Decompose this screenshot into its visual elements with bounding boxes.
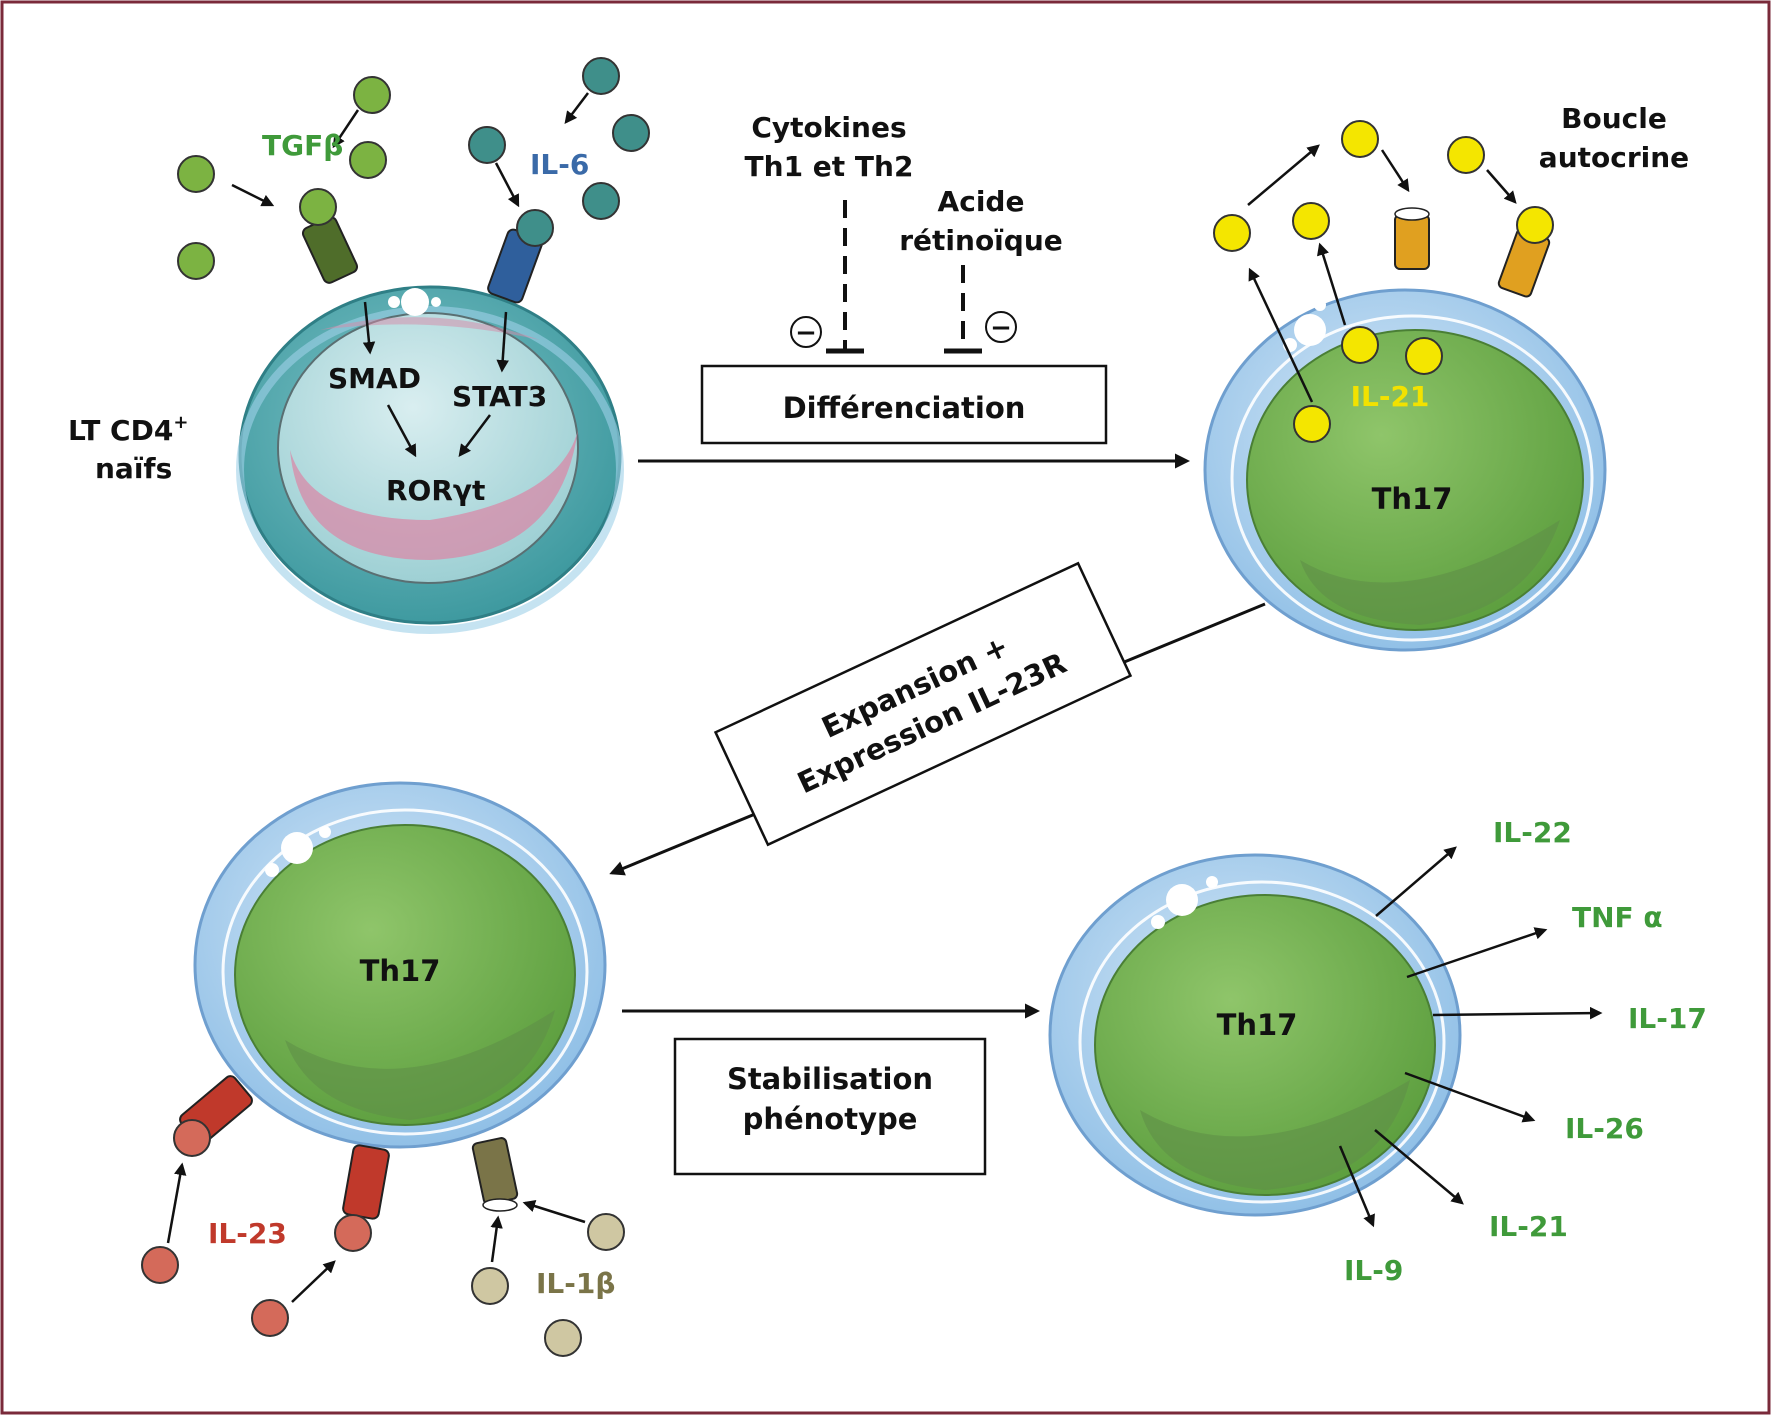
stat3-label: STAT3 — [452, 380, 547, 413]
expansion-box-group: Expansion + Expression IL-23R — [713, 561, 1133, 847]
membrane-highlight — [1294, 314, 1326, 346]
boucle-label-line2: autocrine — [1539, 141, 1689, 174]
th17-top-label: Th17 — [1372, 482, 1453, 516]
tnf-label: TNF α — [1572, 901, 1663, 934]
svg-text:−: − — [990, 313, 1012, 343]
tgfb-bound-ligand — [299, 188, 337, 226]
il9-label: IL-9 — [1344, 1254, 1403, 1287]
autocrine-arrow-2 — [1380, 149, 1410, 193]
il21-bound-ligand — [1516, 206, 1554, 244]
il23-receptor-2 — [334, 1144, 390, 1252]
minus-sign-2 — [985, 311, 1017, 343]
il22-label: IL-22 — [1493, 816, 1572, 849]
il9-arrow — [1338, 1145, 1375, 1228]
naive-label-line2: naïfs — [95, 452, 172, 485]
il1b-molecules — [471, 1213, 625, 1357]
il6-bound-ligand — [516, 209, 554, 247]
expansion-box — [713, 561, 1133, 847]
autocrine-arrow-4 — [1248, 267, 1314, 403]
stat3-arrow — [496, 311, 509, 373]
rorgt-label: RORγt — [386, 474, 485, 507]
il1b-label: IL-1β — [536, 1267, 615, 1300]
il1b-receptor — [471, 1137, 519, 1212]
boucle-label-line1: Boucle — [1561, 102, 1667, 135]
il6-label: IL-6 — [530, 148, 589, 181]
stabilisation-box — [673, 1037, 987, 1176]
th17-bottom-left-label: Th17 — [360, 954, 441, 988]
smad-arrow — [362, 301, 376, 355]
il21-top-label: IL-21 — [1351, 380, 1430, 413]
stabilisation-label-line1: Stabilisation — [727, 1062, 933, 1096]
autocrine-arrow-3 — [1486, 169, 1517, 204]
membrane-highlight — [401, 288, 429, 316]
differenciation-box — [700, 364, 1108, 445]
il23-arrow-1 — [166, 1162, 187, 1244]
tgfb-molecules — [177, 76, 391, 280]
smad-to-rorgt-arrow — [386, 404, 417, 458]
stabilisation-label-line2: phénotype — [743, 1102, 918, 1136]
il26-label: IL-26 — [1565, 1112, 1644, 1145]
il23-bound-ligand-1 — [173, 1119, 211, 1157]
il6-receptor — [487, 209, 554, 304]
naive-cd4-cell — [236, 285, 624, 634]
il21-out-label: IL-21 — [1489, 1210, 1568, 1243]
autocrine-arrow-1 — [1247, 144, 1320, 206]
membrane-highlight — [281, 832, 313, 864]
il21-molecules — [1213, 120, 1485, 443]
membrane-highlight — [1166, 884, 1198, 916]
il6-arrow-2 — [494, 162, 520, 208]
th17-cell-top — [1203, 288, 1607, 652]
cytokines-label-line1: Cytokines — [751, 111, 906, 144]
tgfb-receptor — [299, 188, 359, 284]
il23-bound-ligand-2 — [334, 1214, 372, 1252]
il21-out-arrow — [1374, 1129, 1464, 1205]
il6-molecules — [468, 57, 650, 220]
il23-molecules — [141, 1246, 289, 1337]
tnf-arrow — [1406, 927, 1548, 979]
tgfb-label: TGFβ — [262, 129, 343, 162]
smad-label: SMAD — [328, 362, 421, 395]
cytokines-label-line2: Th1 et Th2 — [745, 150, 914, 183]
acide-label-line1: Acide — [938, 185, 1025, 218]
il21-receptor-1 — [1394, 207, 1430, 270]
il22-arrow — [1375, 846, 1457, 917]
naive-label-line1: LT CD4+ — [68, 412, 188, 447]
il1b-arrow-2 — [522, 1200, 586, 1224]
il26-arrow — [1404, 1071, 1536, 1123]
differenciation-label: Différenciation — [783, 391, 1026, 425]
il23-receptor-1 — [173, 1075, 253, 1157]
tgfb-arrow-1 — [332, 109, 360, 149]
acide-label-line2: rétinoïque — [899, 224, 1063, 257]
il23-arrow-2 — [291, 1260, 336, 1303]
il1b-arrow-1 — [490, 1215, 503, 1263]
nucleus-chromatin — [290, 430, 578, 560]
autocrine-arrow-5 — [1317, 242, 1347, 326]
tgfb-arrow-2 — [231, 183, 275, 207]
stat3-to-rorgt-arrow — [458, 414, 491, 457]
il21-receptor-2 — [1497, 206, 1554, 298]
minus-sign-1 — [790, 316, 822, 348]
il17-label: IL-17 — [1628, 1002, 1707, 1035]
th17-cell-bottom-right — [1048, 853, 1462, 1217]
il23-label: IL-23 — [208, 1217, 287, 1250]
il17-arrow — [1432, 1006, 1603, 1020]
th17-bottom-right-label: Th17 — [1217, 1008, 1298, 1042]
th17-cell-bottom-left — [193, 781, 607, 1149]
svg-text:−: − — [795, 318, 817, 348]
il6-arrow-1 — [564, 92, 589, 124]
